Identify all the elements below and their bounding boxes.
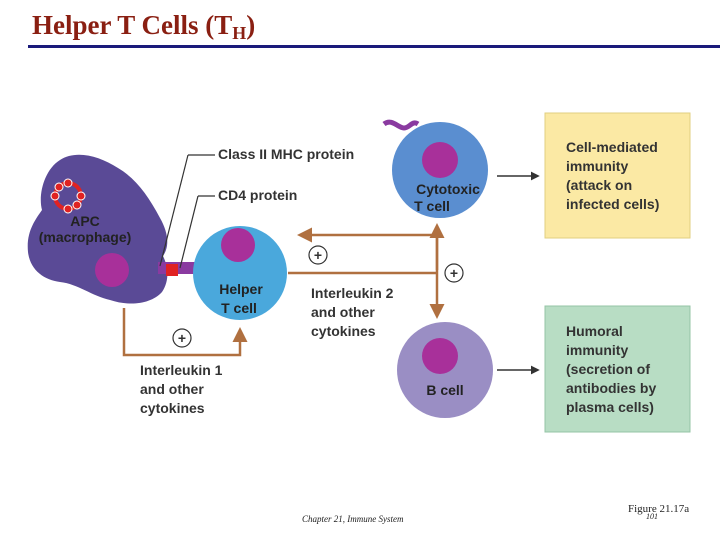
plus-il2-feedback-text: +	[314, 247, 322, 263]
apc-label-line2: (macrophage)	[39, 229, 132, 245]
cell-mediated-line1: Cell-mediated	[566, 139, 658, 155]
humoral-line4: antibodies by	[566, 380, 656, 396]
title-close: )	[246, 10, 256, 40]
footer-page-number: 101	[646, 512, 658, 521]
cd4-label: CD4 protein	[218, 187, 297, 203]
apc-nucleus	[95, 253, 129, 287]
cd4-receptor	[166, 264, 178, 276]
apc-cell	[27, 154, 168, 304]
footer-figure: Figure 21.17a	[628, 503, 690, 515]
plus-il2-branch-text: +	[450, 265, 458, 281]
cell-mediated-line3: (attack on	[566, 177, 632, 193]
cell-mediated-line4: infected cells)	[566, 196, 659, 212]
il1-label-line1: Interleukin 1	[140, 362, 223, 378]
title-text: Helper T Cells (T	[32, 10, 233, 40]
class2-pointer	[159, 154, 189, 267]
class2-label: Class II MHC protein	[218, 146, 354, 162]
title-subscript: H	[232, 23, 247, 43]
cell-mediated-line2: immunity	[566, 158, 628, 174]
humoral-line1: Humoral	[566, 323, 623, 339]
il2-label-line2: and other	[311, 304, 375, 320]
humoral-line3: (secretion of	[566, 361, 650, 377]
bcell-label: B cell	[426, 382, 463, 398]
il1-label-line2: and other	[140, 381, 204, 397]
il1-arrow	[122, 308, 248, 357]
cytotoxic-receptor	[382, 119, 420, 131]
cytotoxic-nucleus	[422, 142, 458, 178]
apc-label-line1: APC	[70, 213, 100, 229]
plus-il1-icon: +	[172, 328, 192, 348]
il2-label-line3: cytokines	[311, 323, 376, 339]
plus-il2-branch-icon: +	[444, 263, 464, 283]
humoral-box	[544, 305, 691, 433]
helper-label-line1: Helper	[219, 281, 263, 297]
il2-label-line1: Interleukin 2	[311, 285, 394, 301]
cd4-pointer	[179, 195, 199, 269]
humoral-line2: immunity	[566, 342, 628, 358]
plus-il1-text: +	[178, 330, 186, 346]
title-rule	[28, 45, 720, 48]
il1-label-line3: cytokines	[140, 400, 205, 416]
cytotoxic-label-line1: Cytotoxic	[416, 181, 480, 197]
slide-title: Helper T Cells (TH)	[32, 10, 256, 43]
plus-il2-feedback-icon: +	[308, 245, 328, 265]
b-cell-nucleus	[422, 338, 458, 374]
humoral-line5: plasma cells)	[566, 399, 654, 415]
antigen-icon	[50, 178, 86, 214]
cytotoxic-label-line2: T cell	[414, 198, 450, 214]
footer-chapter: Chapter 21, Immune System	[302, 514, 404, 524]
helper-nucleus	[221, 228, 255, 262]
helper-t-cell	[193, 226, 287, 320]
cell-mediated-box	[544, 112, 691, 239]
helper-label-line2: T cell	[221, 300, 257, 316]
